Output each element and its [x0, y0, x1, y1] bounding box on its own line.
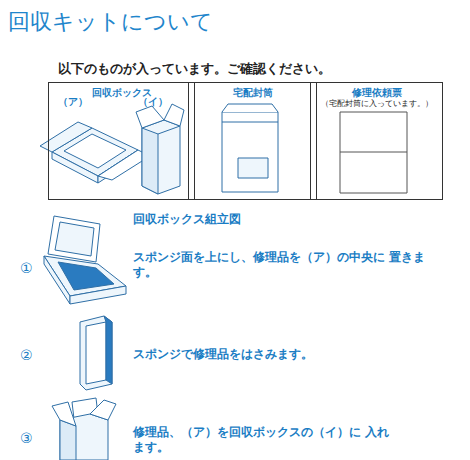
step-text: スポンジで修理品をはさみます。 — [133, 347, 433, 362]
callout-number: ③ — [20, 430, 33, 448]
envelope-illustration — [222, 104, 278, 192]
box-illustration — [136, 104, 184, 194]
form-illustration — [340, 112, 407, 193]
step3-illustration — [52, 398, 116, 460]
part-name: （イ） — [138, 96, 168, 108]
cell-heading: 修理依頼票 — [311, 87, 442, 99]
section-heading: 回収ボックス組立図 — [133, 212, 241, 227]
intro-note: 以下のものが入っています。ご確認ください。 — [58, 61, 331, 77]
tray-illustration — [40, 122, 150, 183]
cell-note: （宅配封筒に入っています。） — [311, 99, 442, 108]
cell-heading: 宅配封筒 — [189, 87, 316, 99]
step-text: スポンジ面を上にし、修理品を（ア）の中央に 置きます。 — [133, 250, 433, 280]
step-text: 修理品、（ア）を回収ボックスの（イ）に 入れます。 — [133, 425, 401, 455]
page-title: 回収キットについて — [8, 8, 213, 36]
callout-number: ② — [20, 347, 33, 365]
part-name: （ア） — [58, 96, 88, 108]
step2-illustration — [80, 316, 112, 390]
step1-illustration — [44, 216, 126, 304]
callout-number: ① — [20, 260, 33, 278]
table-cell: 宅配封筒 — [188, 82, 317, 200]
table-cell: 修理依頼票（宅配封筒に入っています。） — [310, 82, 443, 200]
